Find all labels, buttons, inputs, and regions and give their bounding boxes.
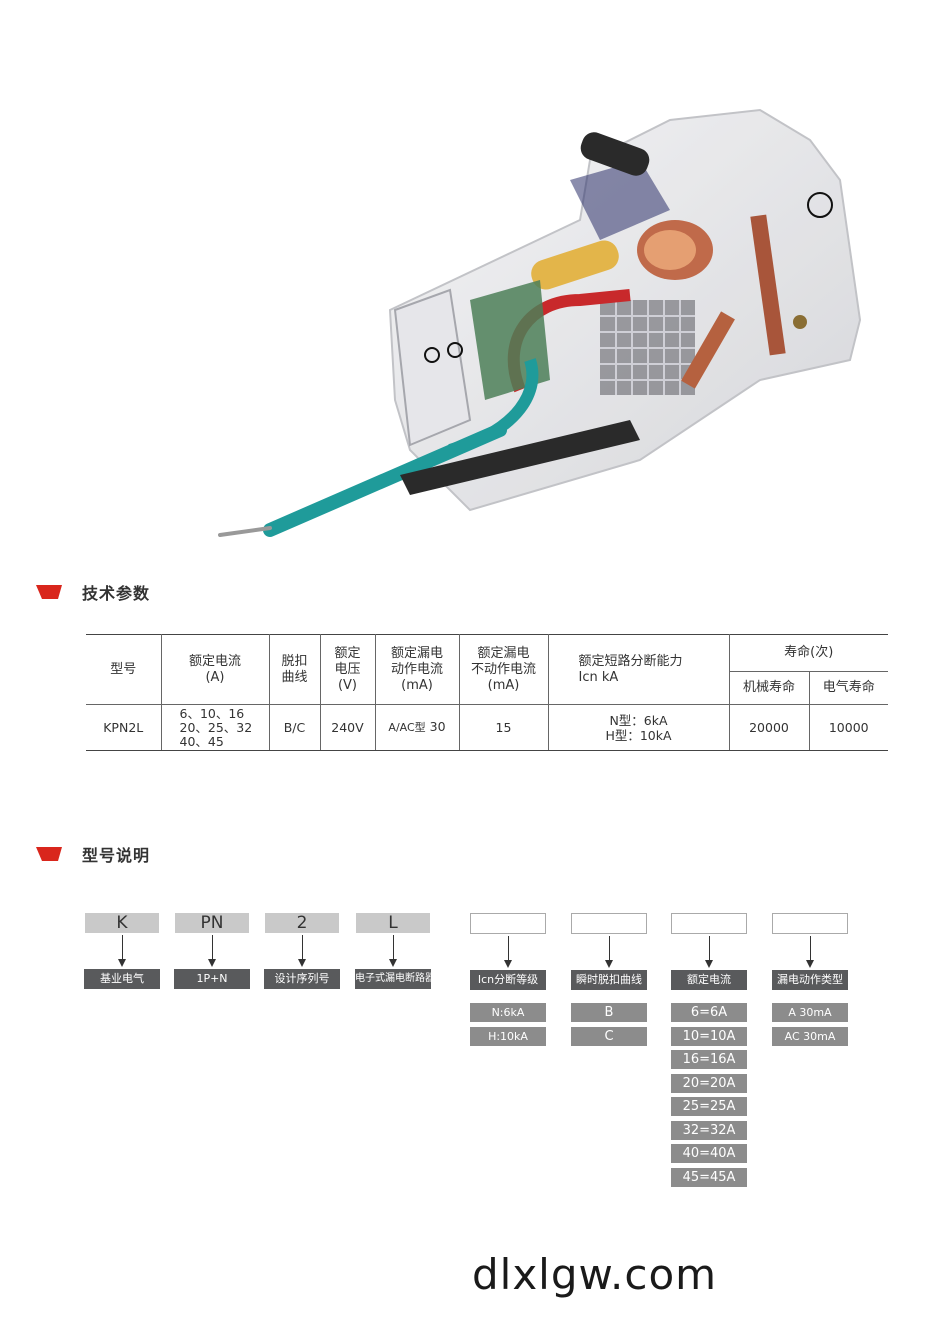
model-code-column: 额定电流 6=6A 10=10A 16=16A 20=20A 25=25A 32=32A 40… [671,913,747,1191]
code-label: 基业电气 [84,969,160,989]
code-options: 6=6A 10=10A 16=16A 20=20A 25=25A 32=32A 40=40A… [671,1003,747,1191]
code-option: 25=25A [671,1097,747,1116]
product-illustration [218,108,862,537]
arrow-down-icon [296,933,308,969]
arrow-down-icon [387,933,399,969]
cell-breaking-capacity: N型：6kA H型：10kA [547,704,730,751]
header-breaking-capacity: 额定短路分断能力 Icn kA [547,634,730,705]
code-box: K [85,913,159,933]
section-marker-icon [36,585,62,599]
code-option: H:10kA [470,1026,546,1046]
header-leak-action: 额定漏电 动作电流 (mA) [374,634,460,705]
code-option: 45=45A [671,1167,747,1187]
code-label: 瞬时脱扣曲线 [571,970,647,990]
code-option: 32=32A [671,1120,747,1140]
model-code-column: 2 设计序列号 [264,913,340,989]
cell-leak-nonaction: 15 [458,704,549,751]
arrow-down-icon [116,933,128,969]
model-code-column: 漏电动作类型 A 30mA AC 30mA [772,913,848,1050]
code-option: 6=6A [671,1003,747,1022]
leak-action-value: 30 [429,719,446,734]
code-box [571,913,647,934]
code-label: 设计序列号 [264,969,340,989]
arrow-down-icon [206,933,218,969]
model-code-column: Icn分断等级 N:6kA H:10kA [470,913,546,1050]
code-option: 40=40A [671,1144,747,1163]
code-box: 2 [265,913,339,933]
header-elec-life: 电气寿命 [808,671,888,705]
code-box: PN [175,913,249,933]
code-box [470,913,546,934]
header-mech-life: 机械寿命 [729,671,810,705]
code-label: 额定电流 [671,970,747,990]
code-option: B [571,1003,647,1022]
website-url: dlxlgw.com [472,1250,718,1299]
section-title: 技术参数 [82,584,151,603]
header-rated-voltage: 额定 电压 (V) [319,634,376,705]
model-code-column: PN 1P+N [174,913,250,989]
cell-rated-voltage: 240V [319,704,376,751]
code-option: 10=10A [671,1026,747,1046]
code-box [772,913,848,934]
cell-leak-action: A/AC型 30 [374,704,460,751]
code-option: AC 30mA [772,1026,848,1046]
code-options: N:6kA H:10kA [470,1003,546,1050]
header-rated-current: 额定电流 (A) [160,634,270,705]
code-options: A 30mA AC 30mA [772,1003,848,1050]
code-option: N:6kA [470,1003,546,1022]
header-model: 型号 [86,634,162,705]
code-box: L [356,913,430,933]
cell-mech-life: 20000 [728,704,810,751]
section-title: 型号说明 [82,846,151,865]
spec-table: 型号 额定电流 (A) 脱扣 曲线 额定 电压 (V) 额定漏电 动作电流 (m… [86,634,888,751]
code-label: 电子式漏电断路器 [355,969,431,989]
cell-elec-life: 10000 [808,704,888,751]
code-option: 20=20A [671,1073,747,1093]
arrow-down-icon [703,934,715,970]
arrow-down-icon [603,934,615,970]
cell-model: KPN2L [86,704,162,751]
header-leak-nonaction: 额定漏电 不动作电流 (mA) [458,634,549,705]
cell-trip-curve: B/C [268,704,321,751]
table-row: KPN2L 6、10、16 20、25、32 40、45 B/C 240V A/… [86,704,888,751]
header-trip-curve: 脱扣 曲线 [268,634,321,705]
code-label: 漏电动作类型 [772,970,848,990]
section-header-tech-params: 技术参数 [36,579,150,605]
cell-rated-current: 6、10、16 20、25、32 40、45 [160,704,270,751]
leak-type: A/AC型 [388,721,426,734]
code-box [671,913,747,934]
arrow-down-icon [502,934,514,970]
model-code-column: L 电子式漏电断路器 [355,913,431,989]
code-label: 1P+N [174,969,250,989]
arrow-down-icon [804,934,816,970]
code-option: 16=16A [671,1050,747,1069]
code-option: A 30mA [772,1003,848,1022]
section-marker-icon [36,847,62,861]
model-code-column: K 基业电气 [84,913,160,989]
section-header-model-desc: 型号说明 [36,841,150,867]
code-option: C [571,1026,647,1046]
code-label: Icn分断等级 [470,970,546,990]
header-life: 寿命(次) [728,634,888,672]
